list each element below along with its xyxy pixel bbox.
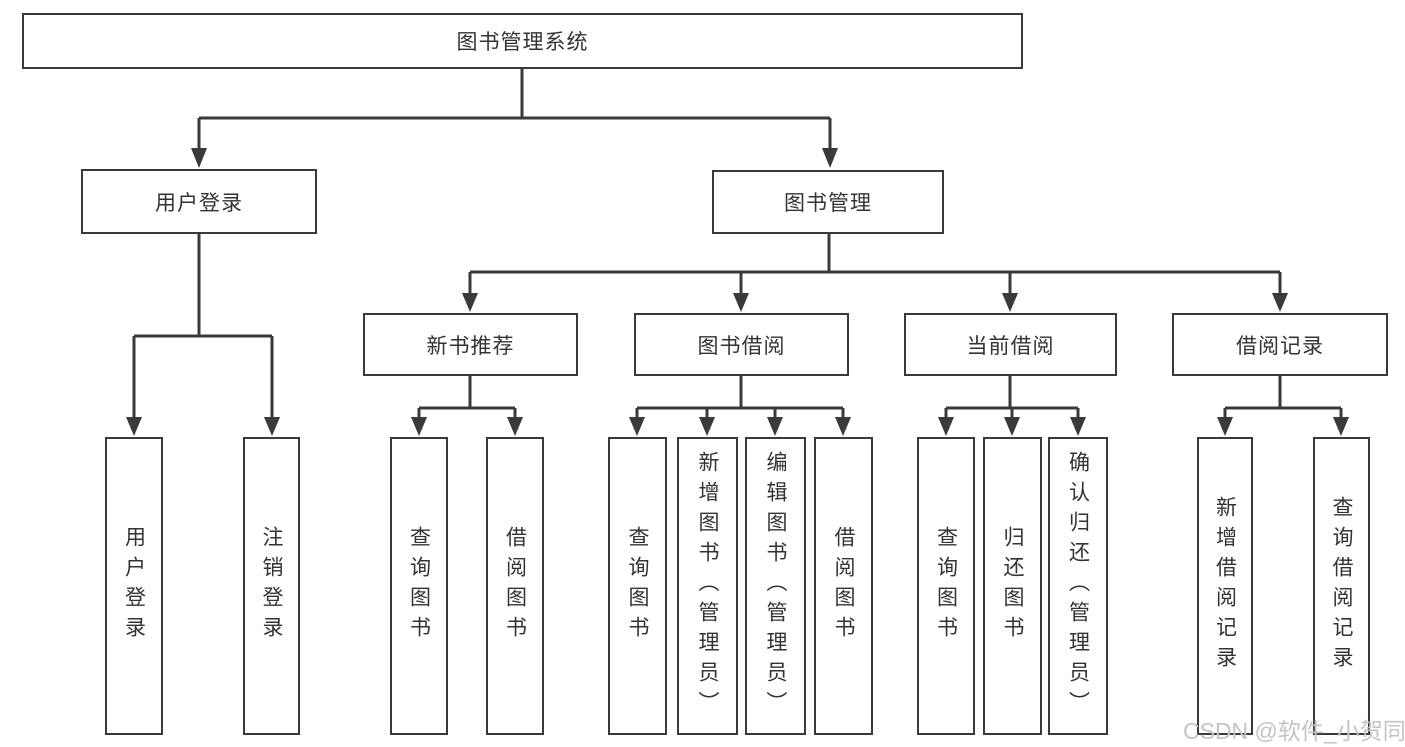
node-borrow-record-label: 借阅记录	[1236, 334, 1324, 358]
leaf-add-book-admin: 新增图书（管理员）	[677, 437, 738, 735]
leaf-recommend-query-book: 查询图书	[390, 437, 448, 735]
leaf-edit-book-admin-label: 编辑图书（管理员）	[764, 451, 787, 721]
leaf-borrow-query-book-label: 查询图书	[626, 526, 649, 646]
csdn-watermark: CSDN @软件_小贺同学	[1183, 718, 1405, 744]
node-current-borrow-label: 当前借阅	[966, 334, 1055, 358]
node-user-login-label: 用户登录	[155, 191, 243, 215]
leaf-query-borrow-record: 查询借阅记录	[1313, 437, 1370, 735]
node-book-management-label: 图书管理	[784, 192, 872, 215]
node-current-borrow: 当前借阅	[904, 313, 1117, 376]
leaf-recommend-borrow-book: 借阅图书	[486, 437, 544, 735]
leaf-logout: 注销登录	[243, 437, 300, 735]
leaf-return-book-label: 归还图书	[1001, 526, 1024, 646]
leaf-recommend-query-book-label: 查询图书	[407, 526, 431, 646]
node-book-management: 图书管理	[712, 170, 944, 234]
leaf-query-borrow-record-label: 查询借阅记录	[1330, 496, 1353, 676]
node-new-book-recommend-label: 新书推荐	[426, 334, 515, 358]
leaf-add-book-admin-label: 新增图书（管理员）	[696, 451, 719, 721]
node-root-label: 图书管理系统	[456, 31, 589, 54]
leaf-edit-book-admin: 编辑图书（管理员）	[745, 437, 806, 735]
node-book-borrow-label: 图书借阅	[697, 334, 786, 358]
leaf-add-borrow-record-label: 新增借阅记录	[1213, 496, 1237, 676]
leaf-borrow-book: 借阅图书	[814, 437, 873, 735]
node-new-book-recommend: 新书推荐	[363, 313, 578, 376]
leaf-borrow-book-label: 借阅图书	[832, 526, 855, 646]
leaf-borrow-query-book: 查询图书	[608, 437, 667, 735]
leaf-return-book: 归还图书	[983, 437, 1042, 735]
node-book-borrow: 图书借阅	[634, 313, 849, 376]
leaf-user-login: 用户登录	[105, 437, 163, 735]
node-root: 图书管理系统	[22, 13, 1023, 69]
leaf-confirm-return-admin-label: 确认归还（管理员）	[1066, 451, 1090, 721]
leaf-user-login-label: 用户登录	[122, 526, 146, 646]
leaf-confirm-return-admin: 确认归还（管理员）	[1048, 437, 1108, 735]
leaf-add-borrow-record: 新增借阅记录	[1197, 437, 1253, 735]
node-borrow-record: 借阅记录	[1172, 313, 1388, 376]
leaf-recommend-borrow-book-label: 借阅图书	[503, 526, 527, 646]
node-user-login: 用户登录	[81, 169, 317, 234]
leaf-current-query-book: 查询图书	[917, 437, 975, 735]
leaf-logout-label: 注销登录	[260, 526, 283, 646]
leaf-current-query-book-label: 查询图书	[934, 526, 958, 646]
